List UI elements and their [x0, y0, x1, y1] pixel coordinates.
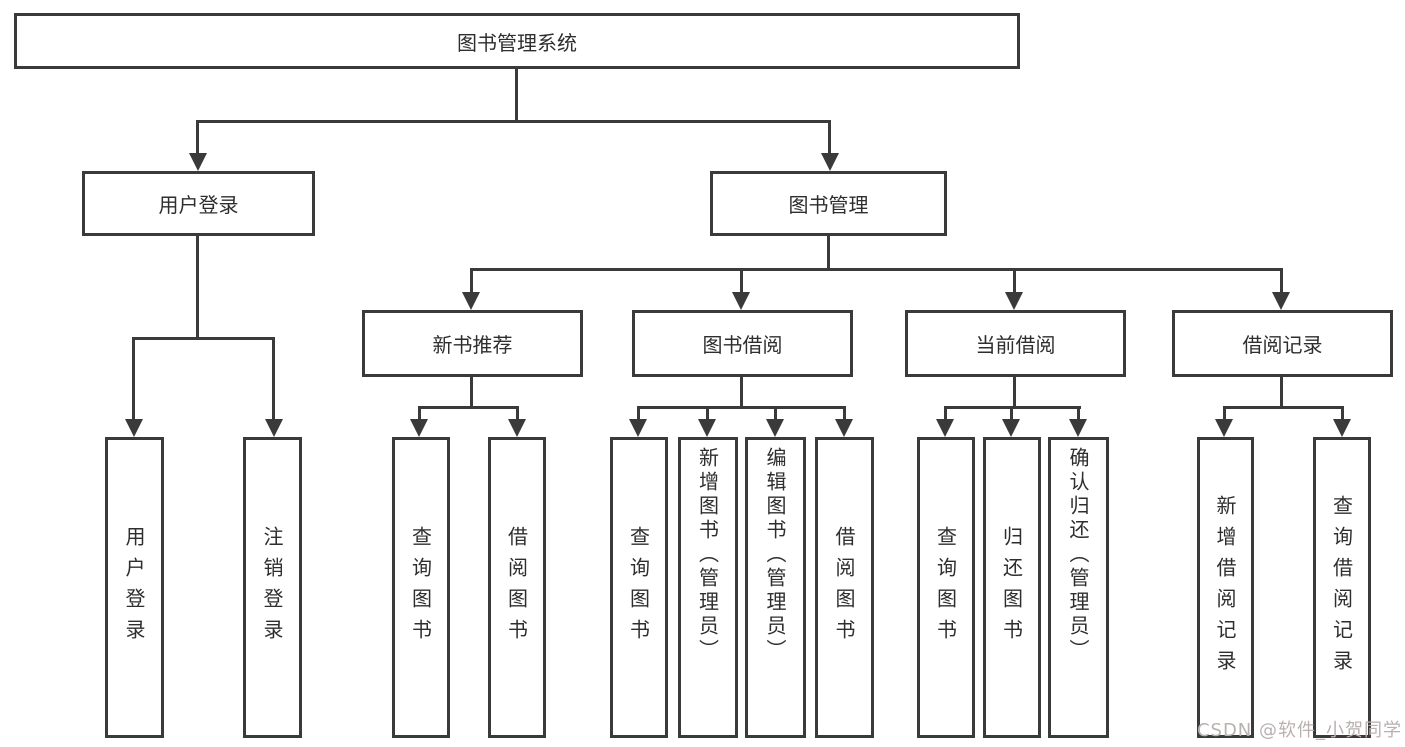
connector-v — [1223, 406, 1226, 421]
connector-v — [1280, 376, 1283, 408]
connector-v — [843, 406, 846, 421]
arrowhead — [835, 419, 853, 437]
connector-v — [740, 268, 743, 296]
connector-v — [1010, 406, 1013, 421]
leaf-confirm-return-admin: 确认归还（管理员） — [1048, 437, 1109, 738]
arrowhead — [1002, 419, 1020, 437]
leaf-query-books: 查询图书 — [610, 437, 668, 738]
connector-h — [132, 337, 275, 340]
node-book-management: 图书管理 — [710, 171, 947, 236]
arrowhead — [1215, 419, 1233, 437]
csdn-watermark: CSDN @软件_小贺同学 — [1196, 720, 1402, 741]
connector-v — [272, 337, 275, 421]
connector-h — [196, 120, 831, 123]
arrowhead — [936, 419, 954, 437]
arrowhead — [766, 419, 784, 437]
arrowhead — [125, 419, 143, 437]
leaf-user-login: 用户登录 — [105, 437, 164, 738]
connector-v — [827, 235, 830, 270]
leaf-query-books: 查询图书 — [917, 437, 975, 738]
leaf-return-books: 归还图书 — [983, 437, 1041, 738]
connector-v — [470, 268, 473, 296]
connector-h — [470, 268, 1283, 271]
connector-v — [1013, 268, 1016, 296]
connector-v — [944, 406, 947, 421]
node-book-borrow: 图书借阅 — [632, 310, 853, 377]
leaf-borrow-books: 借阅图书 — [815, 437, 874, 738]
arrowhead — [1272, 292, 1290, 310]
arrowhead — [698, 419, 716, 437]
connector-v — [1341, 406, 1344, 421]
arrowhead — [732, 292, 750, 310]
connector-v — [516, 406, 519, 421]
arrowhead — [410, 419, 428, 437]
connector-v — [132, 337, 135, 421]
arrowhead — [189, 153, 207, 171]
arrowhead — [821, 153, 839, 171]
node-current-borrow: 当前借阅 — [905, 310, 1126, 377]
connector-h — [637, 406, 846, 409]
arrowhead — [462, 292, 480, 310]
connector-h — [418, 406, 519, 409]
connector-v — [637, 406, 640, 421]
connector-v — [470, 376, 473, 408]
connector-v — [1077, 406, 1080, 421]
connector-v — [196, 120, 199, 156]
node-new-book-recommend: 新书推荐 — [362, 310, 583, 377]
connector-h — [1223, 406, 1344, 409]
leaf-query-borrow-record: 查询借阅记录 — [1313, 437, 1371, 738]
arrowhead — [265, 419, 283, 437]
connector-v — [740, 376, 743, 408]
connector-v — [515, 68, 518, 122]
leaf-query-books: 查询图书 — [392, 437, 450, 738]
connector-v — [1280, 268, 1283, 296]
leaf-add-books-admin: 新增图书（管理员） — [678, 437, 738, 738]
node-root: 图书管理系统 — [14, 13, 1020, 69]
leaf-add-borrow-record: 新增借阅记录 — [1197, 437, 1254, 738]
node-borrow-records: 借阅记录 — [1172, 310, 1393, 377]
connector-v — [196, 235, 199, 339]
connector-v — [418, 406, 421, 421]
connector-v — [774, 406, 777, 421]
leaf-borrow-books: 借阅图书 — [488, 437, 546, 738]
arrowhead — [1069, 419, 1087, 437]
node-user-login: 用户登录 — [82, 171, 315, 236]
arrowhead — [1005, 292, 1023, 310]
connector-v — [706, 406, 709, 421]
arrowhead — [629, 419, 647, 437]
leaf-logout: 注销登录 — [243, 437, 302, 738]
connector-v — [1013, 376, 1016, 408]
leaf-edit-books-admin: 编辑图书（管理员） — [745, 437, 806, 738]
arrowhead — [1333, 419, 1351, 437]
connector-v — [828, 120, 831, 156]
arrowhead — [508, 419, 526, 437]
